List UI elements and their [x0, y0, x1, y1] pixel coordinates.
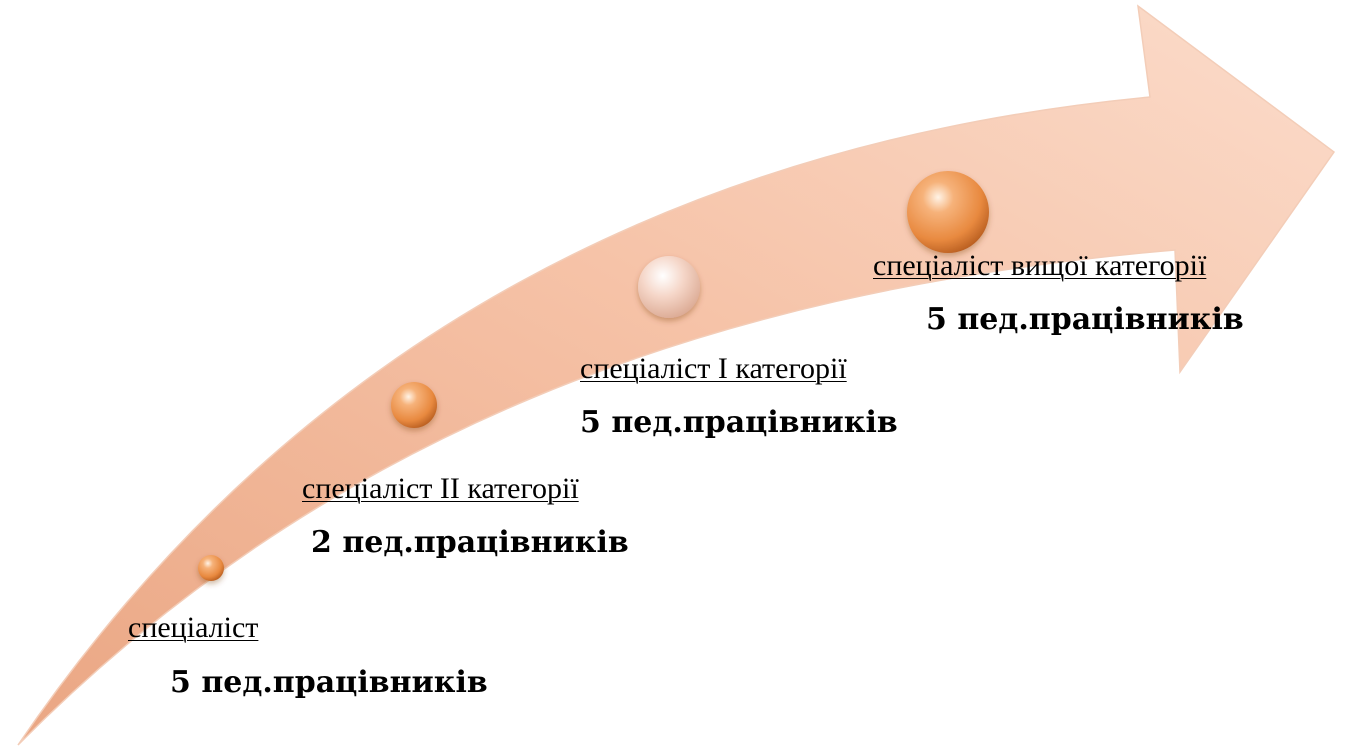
- stage-2-count: 2 пед.працівників: [311, 525, 629, 560]
- stage-3-count: 5 пед.працівників: [580, 405, 898, 440]
- stage-2-label: спеціаліст ІІ категорії: [302, 472, 579, 505]
- arrow-shape: [17, 4, 1336, 746]
- stage-1-count: 5 пед.працівників: [170, 665, 488, 700]
- stage-orb-2: [391, 382, 437, 428]
- stage-3-label: спеціаліст І категорії: [580, 352, 847, 385]
- stage-4-label: спеціаліст вищої категорії: [873, 249, 1207, 282]
- stage-4-count: 5 пед.працівників: [926, 302, 1244, 337]
- stage-orb-1: [198, 555, 224, 581]
- stage-orb-4: [907, 171, 989, 253]
- stage-1-label: спеціаліст: [128, 611, 259, 644]
- stage-orb-3: [638, 256, 700, 318]
